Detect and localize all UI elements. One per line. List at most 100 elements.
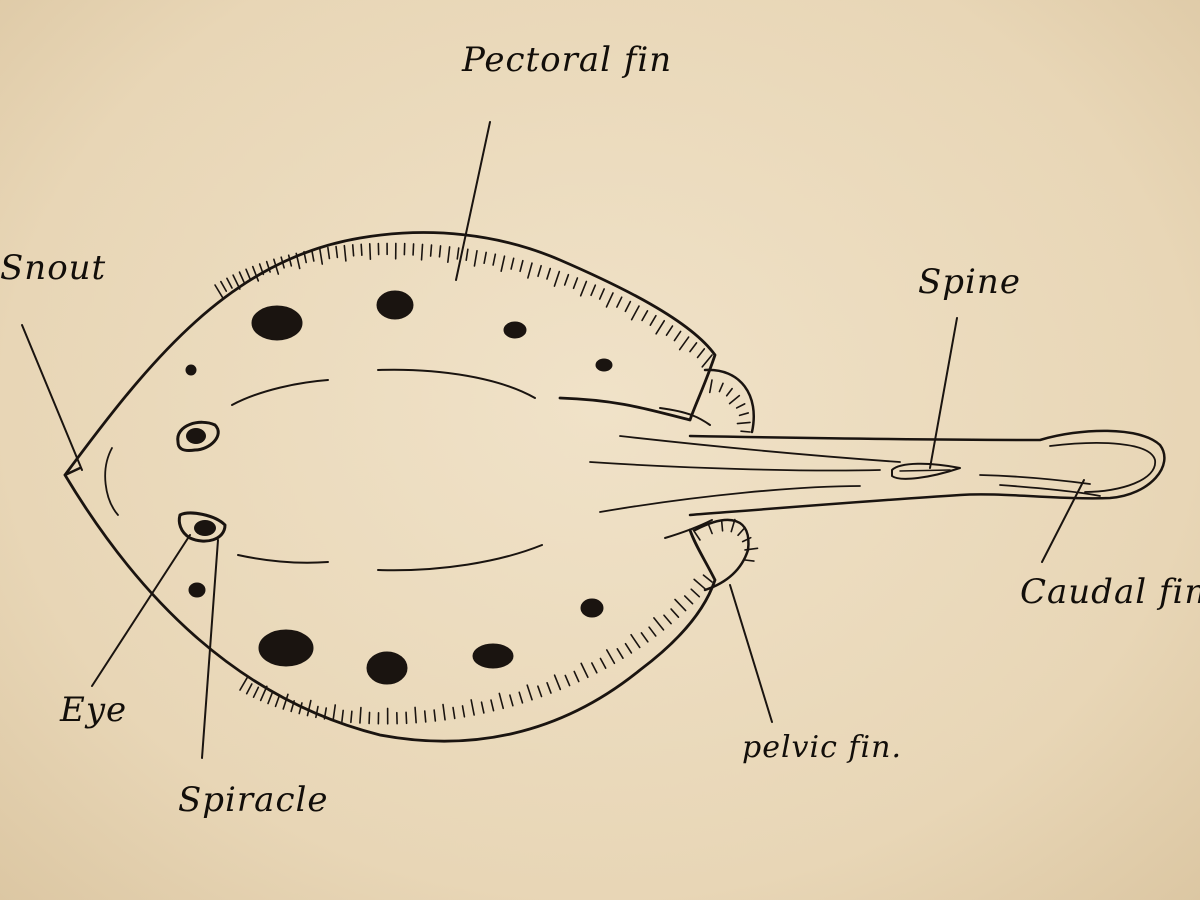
fin-tick (683, 595, 694, 605)
fin-tick (730, 518, 736, 533)
eye-structures (176, 420, 227, 543)
body-spots (185, 290, 613, 685)
fin-tick (282, 693, 289, 710)
fin-tick (678, 336, 690, 351)
fin-tick (735, 403, 746, 409)
fin-tick (708, 379, 713, 394)
fin-tick (693, 578, 707, 591)
fin-tick (728, 394, 741, 405)
fin-tick (442, 703, 446, 721)
fin-tick (327, 246, 331, 260)
fin-tick (220, 280, 228, 292)
fin-tick (527, 262, 533, 279)
fin-tick (738, 412, 750, 417)
fin-tick (295, 252, 301, 270)
fin-tick (273, 258, 280, 275)
fin-tick (707, 524, 713, 535)
label-snout: Snout (0, 248, 107, 288)
fin-tick (702, 574, 713, 583)
fin-tick (655, 319, 666, 335)
fin-tick (480, 701, 485, 714)
fin-tick (265, 260, 271, 273)
fin-tick (267, 692, 273, 705)
body-ridges (231, 368, 713, 572)
fin-tick (624, 300, 632, 313)
fin-tick (226, 277, 233, 289)
fin-tick (315, 705, 319, 719)
fin-tick (546, 682, 552, 694)
fin-tick (519, 259, 524, 273)
fin-tick (280, 256, 285, 269)
fin-tick (490, 699, 495, 712)
fin-tick (616, 648, 624, 660)
fin-tick (274, 695, 281, 708)
pectoral-fin-ticks (214, 242, 751, 433)
fin-tick (624, 642, 633, 654)
fin-tick (590, 284, 597, 297)
fin-tick (252, 686, 260, 699)
fin-tick (573, 670, 580, 683)
fin-tick (701, 354, 713, 368)
fin-tick (470, 699, 475, 716)
fin-tick (452, 706, 456, 720)
fin-tick (335, 245, 339, 259)
fin-tick (323, 707, 328, 720)
snout-notch (63, 466, 82, 477)
fin-tick (563, 273, 570, 286)
fin-tick (591, 662, 598, 674)
fin-tick (311, 249, 315, 262)
spot (580, 598, 604, 618)
tail (589, 429, 1166, 517)
fin-tick (736, 421, 751, 425)
spot (258, 629, 314, 667)
fin-tick (605, 292, 614, 308)
fin-tick (303, 250, 307, 264)
fin-tick (423, 710, 427, 723)
spot (188, 582, 206, 598)
leader-lines (21, 121, 1085, 759)
fin-tick (447, 246, 451, 263)
fin-tick (298, 702, 303, 715)
fin-tick (245, 683, 253, 695)
spine-structure (891, 462, 961, 480)
fin-tick (341, 709, 344, 723)
fin-tick (498, 692, 505, 710)
fin-tick (696, 348, 706, 359)
fin-tick (509, 694, 514, 707)
spot (366, 651, 408, 685)
fin-tick (500, 255, 506, 273)
fin-tick (238, 271, 245, 283)
fin-tick (648, 626, 657, 637)
fin-tick (630, 305, 640, 321)
fin-tick (546, 267, 552, 280)
fin-tick (598, 288, 605, 300)
fin-tick (420, 243, 424, 261)
fin-tick (239, 675, 249, 691)
spot (185, 364, 197, 376)
label-caudal-fin: Caudal fin (1020, 572, 1200, 612)
fin-tick (599, 657, 607, 669)
fin-tick (579, 280, 588, 297)
fin-tick (737, 527, 745, 537)
fin-tick (670, 608, 680, 618)
fin-tick (259, 685, 268, 702)
spot (251, 305, 303, 341)
fin-tick (290, 700, 295, 713)
fin-tick (740, 430, 751, 433)
fin-tick (510, 257, 515, 270)
fin-tick (690, 588, 701, 598)
fin-tick (214, 284, 224, 299)
fin-tick (245, 268, 252, 281)
fin-tick (553, 674, 562, 691)
fin-tick (720, 521, 724, 532)
fin-tick (616, 296, 623, 308)
fin-tick (553, 270, 561, 287)
fin-tick (564, 674, 571, 687)
fin-tick (492, 253, 497, 266)
fin-tick (665, 325, 674, 337)
fin-tick (258, 263, 265, 276)
fin-tick (526, 684, 533, 701)
fin-tick (359, 706, 362, 724)
fin-tick (674, 598, 687, 612)
